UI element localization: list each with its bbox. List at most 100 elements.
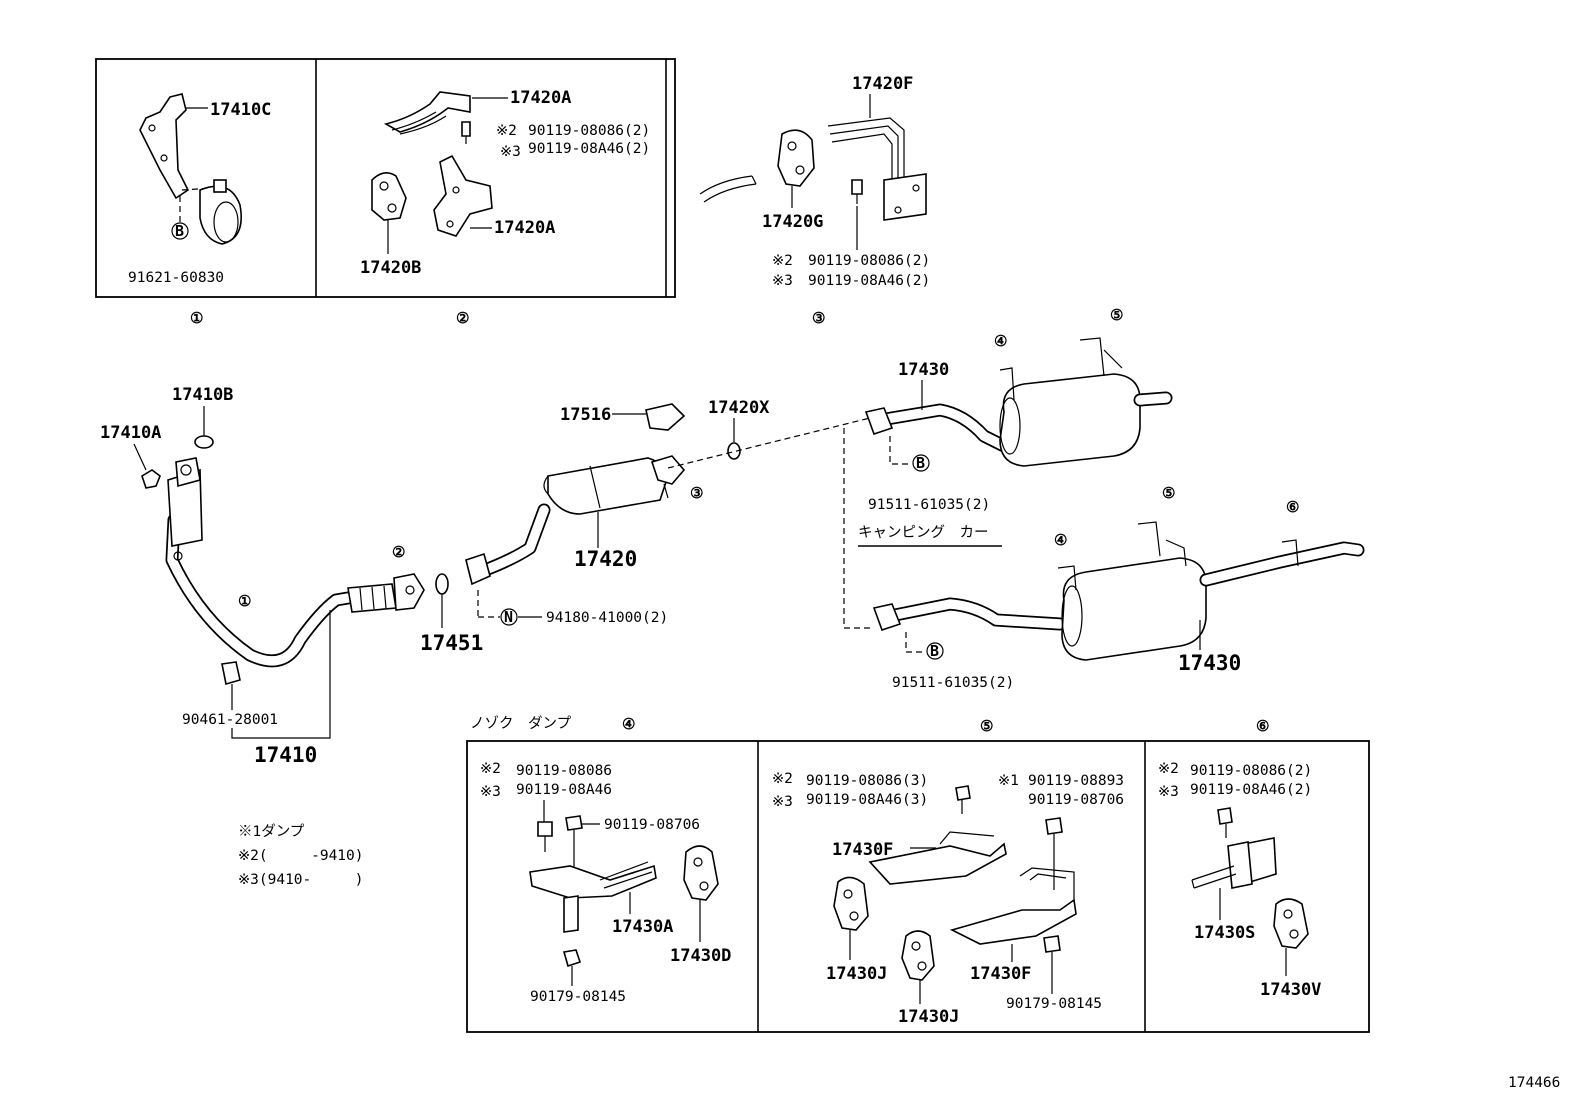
label-p4-90179-08145: 90179-08145 <box>530 989 626 1005</box>
label-17430-top: 17430 <box>898 360 949 380</box>
circled-2-main: ② <box>392 543 405 561</box>
label-17430F-bot: 17430F <box>970 964 1031 984</box>
marker-3: ※3 <box>500 144 521 160</box>
marker-3-p4: ※3 <box>480 784 501 800</box>
svg-text:B: B <box>916 454 925 472</box>
label-17410C: 17410C <box>210 100 271 120</box>
label-90461-28001: 90461-28001 <box>182 712 278 728</box>
label-17430-bot: 17430 <box>1178 651 1241 675</box>
label-17420G: 17420G <box>762 212 823 232</box>
detail-panel-bottom <box>466 740 1370 1033</box>
label-17420A-mid: 17420A <box>494 218 555 238</box>
label-17430S: 17430S <box>1194 923 1255 943</box>
label-17420F: 17420F <box>852 74 913 94</box>
label-94180-41000: 94180-41000(2) <box>546 610 668 626</box>
label-90119-08A46-2-a: 90119-08A46(2) <box>528 141 650 157</box>
label-p4-90119-08086: 90119-08086 <box>516 763 612 779</box>
label-p5-90119-08706: 90119-08706 <box>1028 792 1124 808</box>
label-90119-08086-2-b: 90119-08086(2) <box>808 253 930 269</box>
circled-1-panel: ① <box>190 309 203 327</box>
circled-2-panel: ② <box>456 309 469 327</box>
circled-6-lower: ⑥ <box>1286 498 1299 516</box>
part-17451 <box>435 573 449 595</box>
legend-line-2: ※2( -9410) <box>238 848 364 864</box>
circled-4-upper: ④ <box>994 332 1007 350</box>
detail-6-hanger <box>1191 807 1309 949</box>
marker-2-p4: ※2 <box>480 761 501 777</box>
circled-5-panel: ⑤ <box>980 717 993 735</box>
detail-3-hanger <box>699 117 927 221</box>
legend-line-1: ※1ダンプ <box>238 823 305 840</box>
label-p5-90179-08145: 90179-08145 <box>1006 996 1102 1012</box>
label-p5-90119-08893: 90119-08893 <box>1028 773 1124 789</box>
label-p4-90119-08706: 90119-08706 <box>604 817 700 833</box>
label-p6-90119-08A46-2: 90119-08A46(2) <box>1190 782 1312 798</box>
circled-5-upper: ⑤ <box>1110 306 1123 324</box>
label-17430V: 17430V <box>1260 980 1321 1000</box>
legend: ※1ダンプ ※2( -9410) ※3(9410- ) <box>238 823 364 888</box>
label-17430J-left: 17430J <box>826 964 887 984</box>
part-90461-28001 <box>221 661 241 686</box>
label-17420A-top: 17420A <box>510 88 571 108</box>
part-17410B <box>194 435 214 449</box>
label-17410B: 17410B <box>172 385 233 405</box>
circled-3-main: ③ <box>690 484 703 502</box>
label-17430J-bot: 17430J <box>898 1007 959 1027</box>
label-nozoku-damp: ノゾク ダンプ <box>470 715 572 732</box>
marker-1-p5: ※1 <box>998 773 1019 789</box>
label-p4-90119-08A46: 90119-08A46 <box>516 782 612 798</box>
marker-2-b: ※2 <box>772 253 793 269</box>
diagram-number: 174466 <box>1508 1075 1560 1091</box>
label-17410A: 17410A <box>100 423 161 443</box>
marker-3-p5: ※3 <box>772 794 793 810</box>
circled-1-main: ① <box>238 592 251 610</box>
marker-3-b: ※3 <box>772 273 793 289</box>
circled-6-panel: ⑥ <box>1256 717 1269 735</box>
label-90119-08A46-2-b: 90119-08A46(2) <box>808 273 930 289</box>
label-17451: 17451 <box>420 631 483 655</box>
label-90119-08086-2-a: 90119-08086(2) <box>528 123 650 139</box>
label-17430F-top: 17430F <box>832 840 893 860</box>
part-17516 <box>645 403 686 431</box>
front-pipe-17410 <box>165 457 425 668</box>
label-91621-60830: 91621-60830 <box>128 270 224 286</box>
circled-b-icon-lower: B <box>926 642 944 660</box>
part-17410A <box>141 469 161 489</box>
circled-4-panel: ④ <box>622 715 635 733</box>
detail-1-bracket <box>139 93 242 245</box>
label-p5-90119-08086-3: 90119-08086(3) <box>806 773 928 789</box>
marker-2-p6: ※2 <box>1158 761 1179 777</box>
label-17430D: 17430D <box>670 946 731 966</box>
label-17410: 17410 <box>254 743 317 767</box>
part-17420X <box>727 442 741 460</box>
label-17420: 17420 <box>574 547 637 571</box>
marker-2-p5: ※2 <box>772 771 793 787</box>
label-91511-61035-top: 91511-61035(2) <box>868 497 990 513</box>
label-17430A: 17430A <box>612 917 673 937</box>
label-17516: 17516 <box>560 405 611 425</box>
detail-2-hanger <box>371 91 493 237</box>
svg-text:N: N <box>504 608 513 626</box>
circled-3-panel: ③ <box>812 309 825 327</box>
circled-b-icon-upper: B <box>912 454 930 472</box>
detail-5-hanger <box>833 785 1077 981</box>
circled-5-lower: ⑤ <box>1162 484 1175 502</box>
marker-2: ※2 <box>496 123 517 139</box>
label-p6-90119-08086-2: 90119-08086(2) <box>1190 763 1312 779</box>
label-91511-61035-bot: 91511-61035(2) <box>892 675 1014 691</box>
label-camping-car: キャンピング カー <box>858 524 989 541</box>
legend-line-3: ※3(9410- ) <box>238 872 364 888</box>
circled-4-lower: ④ <box>1054 531 1067 549</box>
label-p5-90119-08A46-3: 90119-08A46(3) <box>806 792 928 808</box>
svg-text:B: B <box>930 642 939 660</box>
circled-n-icon: N <box>500 608 518 626</box>
detail-4-hanger <box>529 800 719 968</box>
label-17420X: 17420X <box>708 398 770 418</box>
circled-b-icon: B <box>171 222 189 240</box>
tail-muffler-17430-lower <box>872 521 1365 661</box>
svg-text:B: B <box>175 222 184 240</box>
detail-panel-top <box>95 58 676 298</box>
tail-muffler-17430-upper <box>864 337 1173 467</box>
marker-3-p6: ※3 <box>1158 784 1179 800</box>
